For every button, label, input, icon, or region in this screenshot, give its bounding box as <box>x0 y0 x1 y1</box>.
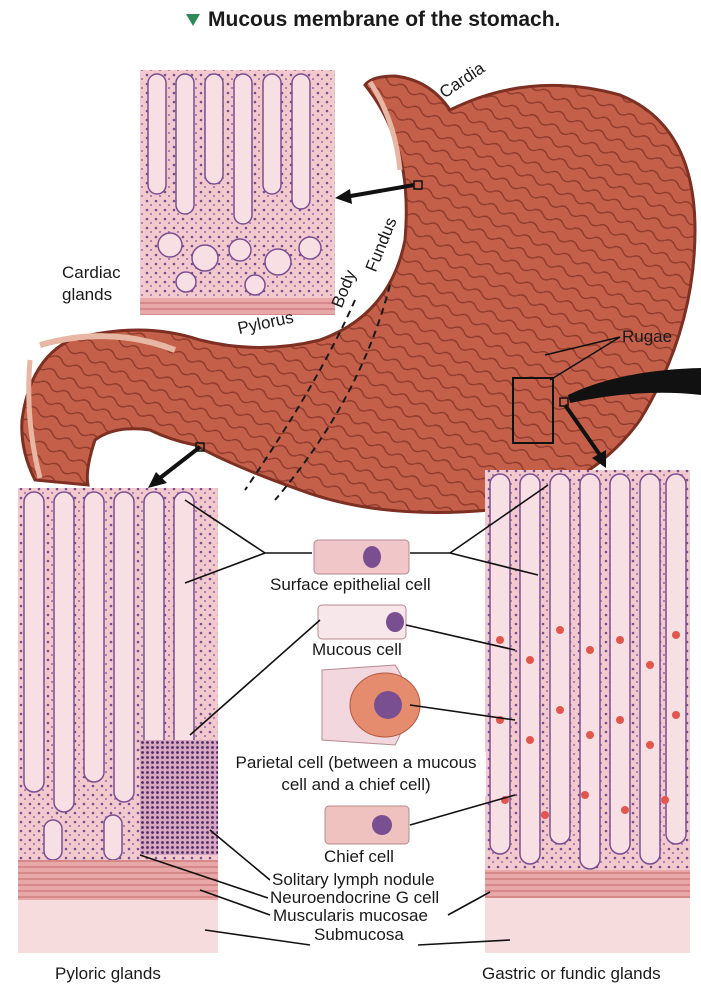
gastric-glands-panel <box>485 470 690 953</box>
label-solitary-lymph-nodule: Solitary lymph nodule <box>270 871 437 890</box>
green-triangle-icon <box>186 14 200 26</box>
figure-title: Mucous membrane of the stomach. <box>186 8 560 32</box>
label-mucous-cell: Mucous cell <box>310 641 404 660</box>
label-neuroendocrine-g-cell: Neuroendocrine G cell <box>268 889 441 908</box>
pyloric-glands-panel <box>18 488 218 953</box>
label-pyloric-glands: Pyloric glands <box>55 965 161 984</box>
label-rugae: Rugae <box>622 328 672 347</box>
label-cardiac-glands: Cardiac glands <box>62 262 132 306</box>
label-parietal-cell: Parietal cell (between a mucous cell and… <box>226 752 486 796</box>
label-submucosa: Submucosa <box>312 926 406 945</box>
label-gastric-glands: Gastric or fundic glands <box>482 965 661 984</box>
label-chief-cell: Chief cell <box>322 848 396 867</box>
figure-title-text: Mucous membrane of the stomach. <box>208 8 560 32</box>
label-surface-epithelial-cell: Surface epithelial cell <box>268 576 433 595</box>
cardiac-glands-panel <box>140 70 335 315</box>
label-muscularis-mucosae: Muscularis mucosae <box>271 907 430 926</box>
